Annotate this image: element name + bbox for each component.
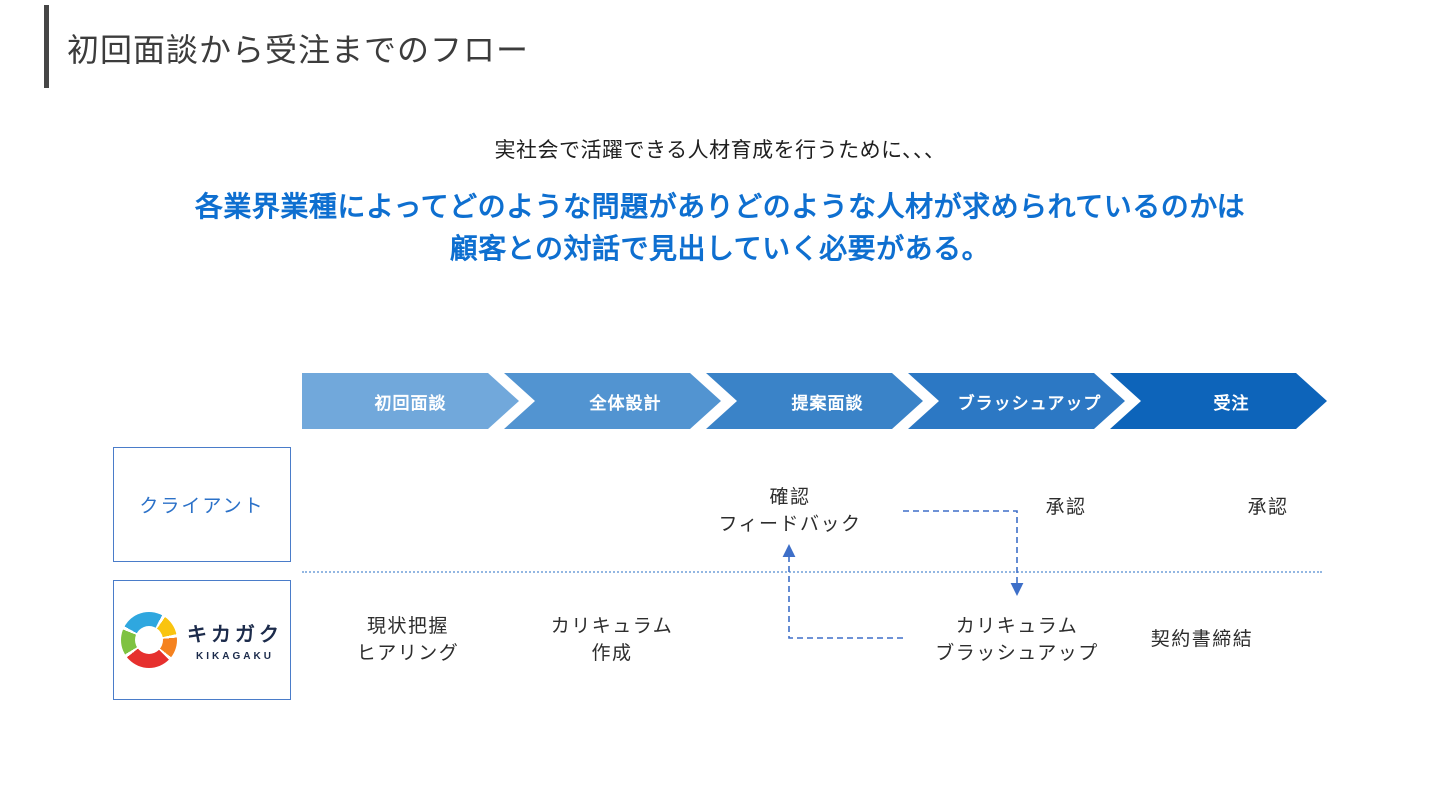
kikagaku-logo-text-block: キカガク KIKAGAKU (187, 618, 283, 662)
client-step-feedback-line-1: 確認 (769, 487, 811, 508)
title-accent-bar (44, 5, 49, 88)
stage-chevron-5: 受注 (1110, 373, 1327, 429)
client-lane-box: クライアント (113, 447, 291, 562)
client-lane-label: クライアント (139, 496, 265, 517)
connector-arrowhead-up-icon (782, 544, 796, 557)
client-step-approval-1: 承認 (1045, 497, 1087, 518)
subtitle-text: 実社会で活躍できる人材育成を行うために、、、 (494, 139, 946, 162)
kikagaku-step-curriculum-brushup: カリキュラム ブラッシュアップ (935, 616, 1099, 664)
kikagaku-step-hearing: 現状把握 ヒアリング (356, 616, 460, 664)
client-step-feedback: 確認 フィードバック (680, 484, 900, 538)
stage-label-1: 初回面談 (374, 393, 447, 413)
page-title: 初回面談から受注までのフロー (67, 32, 530, 68)
stage-chevron-2: 全体設計 (504, 373, 721, 429)
stage-label-3: 提案面談 (791, 393, 864, 413)
kikagaku-lane-box: キカガク KIKAGAKU (113, 580, 291, 700)
kikagaku-logo-subtext: KIKAGAKU (196, 651, 274, 662)
kikagaku-logo-text: キカガク (187, 624, 283, 646)
headline-line-2: 顧客との対話で見出していく必要がある。 (449, 233, 991, 264)
headline-text: 各業界業種によってどのような問題がありどのような人材が求められているのかは 顧客… (0, 186, 1440, 270)
connector-client-to-kikagaku (903, 510, 1018, 584)
stage-label-2: 全体設計 (589, 393, 662, 413)
stage-chevron-3: 提案面談 (706, 373, 923, 429)
kikagaku-step-curriculum-create: カリキュラム 作成 (550, 616, 674, 664)
headline-line-1: 各業界業種によってどのような問題がありどのような人材が求められているのかは (194, 191, 1246, 222)
kikagaku-step-contract: 契約書締結 (1150, 629, 1254, 650)
stage-label-4: ブラッシュアップ (957, 393, 1102, 413)
lane-separator-line (302, 571, 1322, 573)
stage-chevron-4: ブラッシュアップ (908, 373, 1125, 429)
stage-chevron-1: 初回面談 (302, 373, 519, 429)
client-step-approval-2: 承認 (1247, 497, 1289, 518)
connector-kikagaku-to-client (788, 557, 903, 639)
kikagaku-logo-icon (121, 612, 177, 668)
client-step-feedback-line-2: フィードバック (718, 514, 862, 535)
stage-label-5: 受注 (1213, 393, 1250, 413)
connector-arrowhead-down-icon (1010, 583, 1024, 596)
